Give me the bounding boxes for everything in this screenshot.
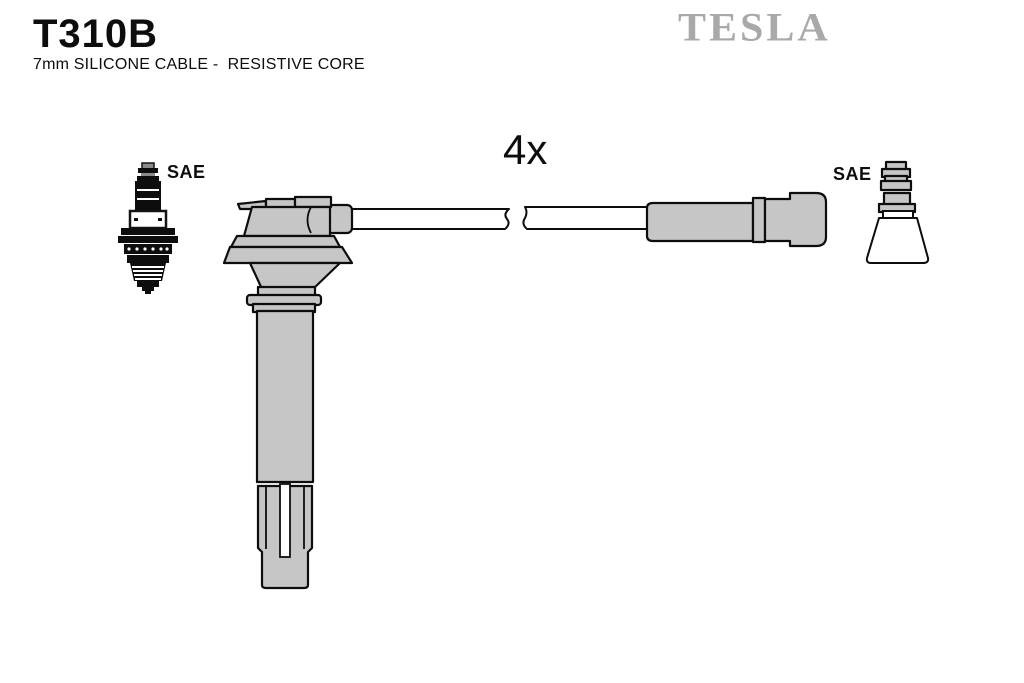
distributor-boot-cap [763,191,828,248]
cable-left-segment [351,208,510,230]
sae-label-left: SAE [167,162,206,182]
terminal-cone-boot [865,217,930,264]
coil-boot-icon [222,195,354,590]
distributor-boot-icon [645,191,828,248]
sae-label-right: SAE [833,164,872,184]
ignition-cable-icon [351,206,653,230]
brand-logo: TESLA [678,6,831,50]
part-number: T310B [33,12,159,56]
distributor-boot-sleeve [645,201,755,243]
spark-plug-icon [118,162,178,294]
quantity-label: 4x [503,126,548,173]
cable-right-segment [522,206,653,230]
terminal-boot-icon [865,160,930,264]
coil-boot-shaft [255,309,315,484]
part-description: 7mm SILICONE CABLE - RESISTIVE CORE [33,56,365,73]
